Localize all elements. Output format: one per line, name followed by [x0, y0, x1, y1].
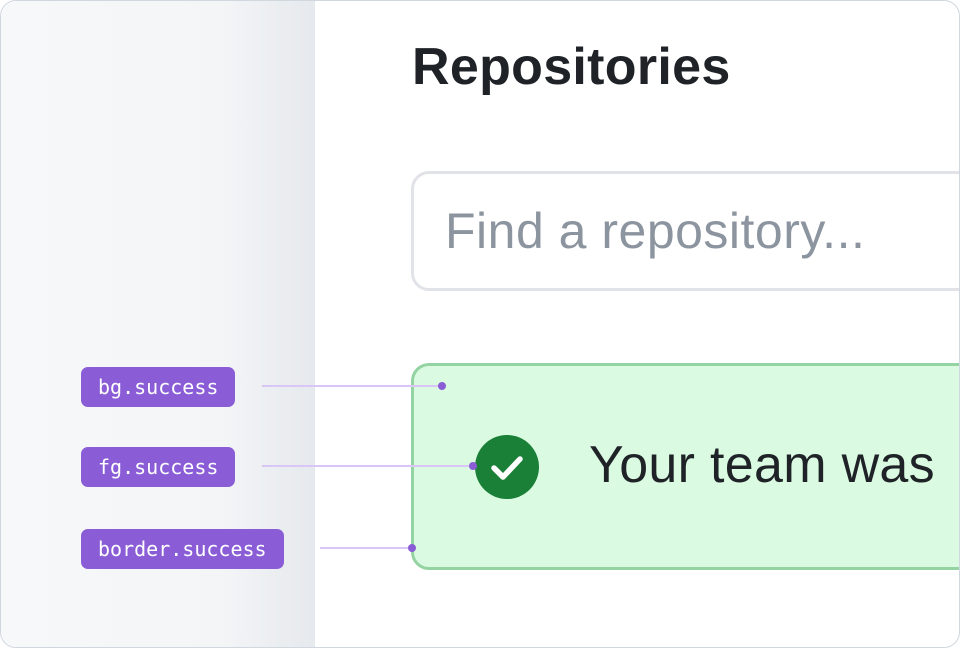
token-label-border-success: border.success [81, 529, 284, 569]
page-title: Repositories [412, 38, 731, 96]
search-input[interactable] [411, 171, 959, 291]
flash-message: Your team was [589, 436, 935, 494]
token-label-fg-success: fg.success [81, 447, 236, 487]
check-circle-icon [475, 435, 539, 499]
token-label-bg-success: bg.success [81, 367, 236, 407]
